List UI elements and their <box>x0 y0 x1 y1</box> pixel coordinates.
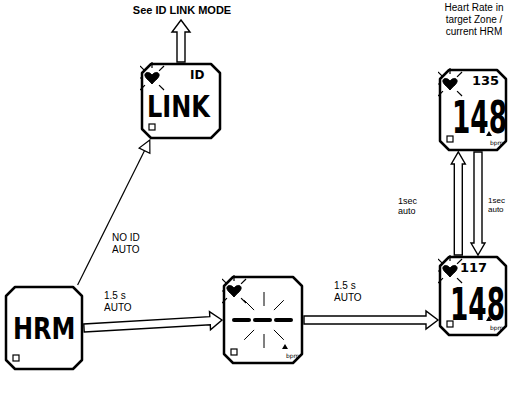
lcd-screen: 117 148bpm <box>438 255 508 337</box>
flow-arrow <box>304 311 438 329</box>
lcd-screen: HRM <box>4 285 84 371</box>
caption-text: See ID LINK MODE <box>130 4 234 17</box>
flow-arrow <box>451 152 465 255</box>
flow-arrow <box>78 140 150 285</box>
lcd-digits: 148 <box>450 283 505 327</box>
lcd-screen: 135 148bpm <box>438 68 508 152</box>
lcd-digits: bpm <box>490 325 503 331</box>
target-zone-screen: 135 148bpm Heart Rate in target Zone / cur… <box>436 2 512 152</box>
flow-arrow <box>172 20 190 62</box>
current-hr-screen: 117 148bpm <box>438 255 508 337</box>
lcd-screen: HRM <box>4 285 84 371</box>
lcd-screen: ID LINK <box>140 62 222 140</box>
mode-caption: See ID LINK MODE <box>130 4 234 20</box>
lcd-screen: bpm <box>222 275 304 365</box>
lcd-digits: 117 <box>460 261 487 274</box>
lcd-digits: LINK <box>147 92 210 122</box>
flow-arrow <box>84 312 222 332</box>
lcd-digits: HRM <box>13 314 75 344</box>
lcd-digits: bpm <box>286 353 299 359</box>
edge-label: 1sec auto <box>398 196 432 217</box>
lcd-screen: ID LINK <box>140 62 222 140</box>
lcd-screen: bpm <box>222 275 304 365</box>
flow-arrow <box>471 152 485 255</box>
edge-label: 1sec auto <box>488 196 510 214</box>
edge-label: NO ID AUTO <box>112 232 158 255</box>
caption-text: Heart Rate in target Zone / current HRM <box>436 2 512 38</box>
lcd-digits: ID <box>190 69 204 81</box>
lcd-digits: bpm <box>490 140 503 146</box>
lcd-outline <box>222 275 304 365</box>
lcd-digits: 148 <box>452 96 507 140</box>
edge-label: 1.5 s AUTO <box>334 280 370 303</box>
edge-label: 1.5 s AUTO <box>104 290 140 313</box>
lcd-digits: 135 <box>472 74 499 87</box>
